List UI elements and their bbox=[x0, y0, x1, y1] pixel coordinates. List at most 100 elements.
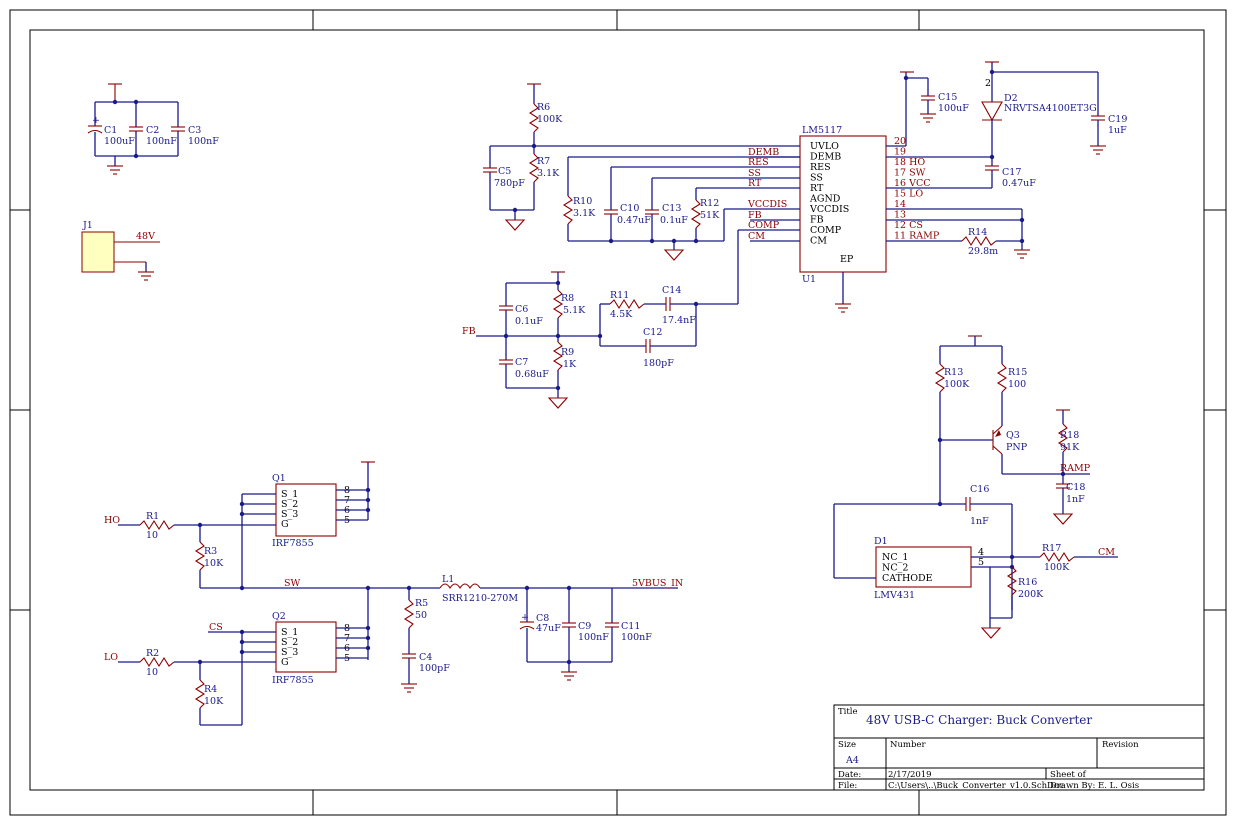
c13-value: 0.1uF bbox=[660, 215, 688, 226]
c13-ref: C13 bbox=[662, 203, 681, 214]
u1-pin-ss: SS bbox=[810, 173, 823, 184]
u1-pin-rt: RT bbox=[810, 183, 824, 194]
r11-ref: R11 bbox=[610, 290, 629, 301]
net-demb: DEMB bbox=[748, 147, 779, 158]
r14-ref: R14 bbox=[968, 227, 987, 238]
q2-pins-pin-s_2: S_2 bbox=[281, 637, 298, 648]
r17-value: 100K bbox=[1044, 562, 1070, 573]
c10-value: 0.47uF bbox=[617, 215, 651, 226]
c9-value: 100nF bbox=[578, 632, 609, 643]
u1-pin-right-8: 13 bbox=[894, 210, 906, 221]
bootstrap-diode: 2 D2 NRVTSA4100ET3G C19 1uF bbox=[981, 61, 1127, 157]
r13-value: 100K bbox=[944, 379, 970, 390]
u1-pin-comp: COMP bbox=[810, 225, 842, 236]
q2-pins-pin-s_3: S_3 bbox=[281, 647, 298, 658]
r5-value: 50 bbox=[415, 610, 427, 621]
u1-pin-right-6: 15 LO bbox=[894, 189, 923, 200]
r12-value: 51K bbox=[700, 210, 720, 221]
date-label: Date: bbox=[838, 770, 861, 780]
q1-pins-pin-s_3: S_3 bbox=[281, 509, 298, 520]
q3-type: PNP bbox=[1006, 442, 1028, 453]
r10-ref: R10 bbox=[573, 196, 592, 207]
c1-ref: C1 bbox=[104, 125, 117, 136]
size-label: Size bbox=[838, 740, 856, 750]
net-vccdis: VCCDIS bbox=[747, 199, 787, 210]
q2-ref: Q2 bbox=[272, 611, 286, 622]
net-cs: CS bbox=[209, 622, 223, 633]
u1-pin-demb: DEMB bbox=[810, 152, 841, 163]
net-cm: CM bbox=[748, 231, 765, 242]
u1-ep-pin: EP bbox=[840, 254, 854, 265]
svg-text:+: + bbox=[92, 115, 100, 126]
r7-value: 3.1K bbox=[537, 168, 560, 179]
c7-ref: C7 bbox=[515, 357, 528, 368]
u1-pin-vccdis: VCCDIS bbox=[809, 204, 849, 215]
r7-ref: R7 bbox=[537, 156, 550, 167]
r12-ref: R12 bbox=[700, 198, 719, 209]
r10-value: 3.1K bbox=[573, 208, 596, 219]
net-ho: HO bbox=[104, 515, 120, 526]
c3-ref: C3 bbox=[188, 125, 201, 136]
c15-ref: C15 bbox=[938, 92, 957, 103]
r1-ref: R1 bbox=[146, 511, 159, 522]
r8-value: 5.1K bbox=[563, 305, 586, 316]
r6-ref: R6 bbox=[537, 102, 550, 113]
net-sw: SW bbox=[284, 578, 301, 589]
q1-pins-pin-g: G bbox=[281, 519, 289, 530]
q1-pins-pin-s_1: S_1 bbox=[281, 489, 298, 500]
c8-ref: C8 bbox=[536, 613, 549, 624]
d2-value: NRVTSA4100ET3G bbox=[1004, 103, 1097, 114]
r15-value: 100 bbox=[1008, 379, 1026, 390]
net-lo: LO bbox=[104, 652, 118, 663]
c19-ref: C19 bbox=[1108, 114, 1127, 125]
net-ramp: RAMP bbox=[1060, 463, 1091, 474]
u1-pin-cm: CM bbox=[810, 236, 827, 247]
u1-part: LM5117 bbox=[802, 125, 842, 136]
net-fb-left: FB bbox=[462, 326, 476, 337]
u1-pin-right-9: 12 CS bbox=[894, 220, 923, 231]
c9-ref: C9 bbox=[578, 621, 591, 632]
d1-pin-5: 5 bbox=[978, 557, 984, 568]
svg-text:+: + bbox=[521, 612, 529, 623]
l1-value: SRR1210-270M bbox=[442, 593, 518, 604]
q3-ref: Q3 bbox=[1006, 430, 1020, 441]
d2-ref: D2 bbox=[1004, 93, 1018, 104]
r3-ref: R3 bbox=[204, 546, 217, 557]
u1-pin-uvlo: UVLO bbox=[810, 141, 839, 152]
q2-pins-pin-s_1: S_1 bbox=[281, 627, 298, 638]
c17-value: 0.47uF bbox=[1002, 178, 1036, 189]
q1-part: IRF7855 bbox=[272, 538, 314, 549]
r11-value: 4.5K bbox=[610, 309, 633, 320]
r4-value: 10K bbox=[204, 696, 224, 707]
c11-ref: C11 bbox=[621, 621, 640, 632]
r14-value: 29.8m bbox=[968, 246, 998, 257]
number-label: Number bbox=[890, 740, 926, 750]
ramp-generator: R13 100K R15 100 Q3 PNP R18 91K RAMP C18… bbox=[934, 335, 1091, 525]
c18-value: 1nF bbox=[1066, 494, 1085, 505]
u1-lm5117: LM5117 U1 EP UVLODEMBRESSSRTAGNDVCCDISFB… bbox=[562, 71, 1036, 313]
c4-value: 100pF bbox=[419, 663, 450, 674]
c16-ref: C16 bbox=[970, 484, 989, 495]
u1-pin-right-10: 11 RAMP bbox=[894, 231, 940, 242]
u1-pin-res: RES bbox=[810, 162, 831, 173]
d1-part: LMV431 bbox=[874, 590, 915, 601]
l1-ref: L1 bbox=[442, 574, 454, 585]
j1-ref: J1 bbox=[82, 220, 93, 231]
r13-ref: R13 bbox=[944, 367, 963, 378]
c5-ref: C5 bbox=[498, 166, 511, 177]
u1-pin-right-7: 14 bbox=[894, 199, 906, 210]
c3-value: 100nF bbox=[188, 136, 219, 147]
drawn-by: Drawn By: E. L. Osis bbox=[1050, 781, 1139, 791]
net-cm-out: CM bbox=[1098, 547, 1115, 558]
u1-pin-right-3: 18 HO bbox=[894, 157, 925, 168]
r16-ref: R16 bbox=[1018, 577, 1037, 588]
r2-ref: R2 bbox=[146, 648, 159, 659]
u1-ref: U1 bbox=[802, 274, 816, 285]
